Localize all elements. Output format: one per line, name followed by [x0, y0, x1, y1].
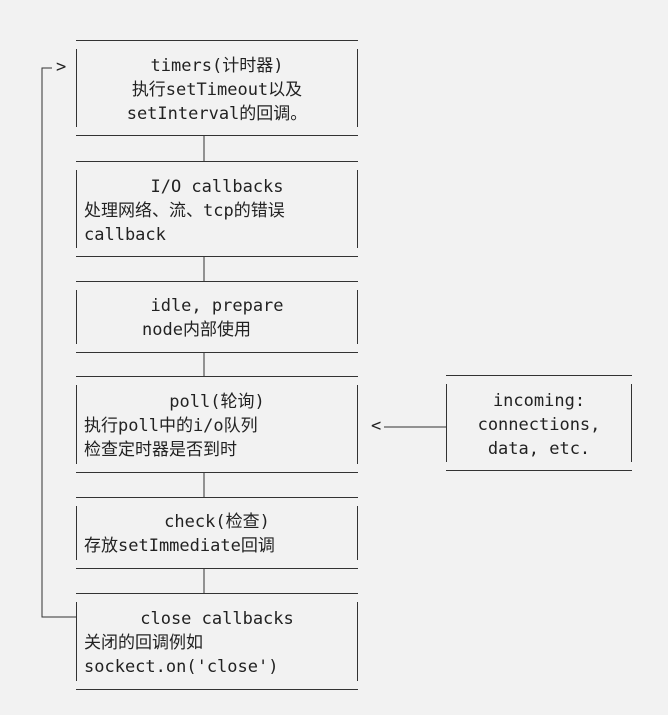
- box-right-edge: [631, 384, 632, 462]
- box-right-edge: [357, 506, 358, 560]
- incoming-box: incoming: connections, data, etc.: [446, 375, 632, 471]
- phase-title: idle, prepare: [150, 296, 284, 316]
- phase-line: 处理网络、流、tcp的错误: [84, 201, 285, 221]
- phase-line: 执行poll中的i/o队列: [84, 416, 258, 436]
- box-right-edge: [357, 602, 358, 681]
- box-left-edge: [76, 290, 77, 344]
- phase-check: check(检查) 存放setImmediate回调: [76, 497, 358, 569]
- phase-poll: poll(轮询) 执行poll中的i/o队列 检查定时器是否到时: [76, 376, 358, 473]
- phase-line: node内部使用: [142, 320, 251, 340]
- box-right-edge: [357, 49, 358, 127]
- incoming-line: connections,: [477, 415, 601, 435]
- phase-close-callbacks: close callbacks 关闭的回调例如 sockect.on('clos…: [76, 593, 358, 690]
- box-left-edge: [446, 384, 447, 462]
- phase-title: timers(计时器): [150, 56, 284, 76]
- phase-line: setInterval的回调。: [126, 104, 308, 124]
- phase-idle-prepare: idle, prepare node内部使用: [76, 281, 358, 353]
- box-left-edge: [76, 49, 77, 127]
- phase-line: 关闭的回调例如: [84, 633, 203, 653]
- phase-line: sockect.on('close'): [84, 657, 279, 677]
- box-right-edge: [357, 290, 358, 344]
- phase-title: I/O callbacks: [150, 177, 284, 197]
- loop-arrow-head: >: [56, 57, 67, 77]
- phase-line: callback: [84, 225, 166, 245]
- phase-timers: timers(计时器) 执行setTimeout以及 setInterval的回…: [76, 40, 358, 136]
- box-left-edge: [76, 602, 77, 681]
- box-left-edge: [76, 506, 77, 560]
- box-right-edge: [357, 385, 358, 464]
- incoming-arrow-head: <: [371, 416, 382, 436]
- phase-title: close callbacks: [140, 609, 294, 629]
- box-left-edge: [76, 385, 77, 464]
- phase-line: 执行setTimeout以及: [131, 80, 303, 100]
- phase-io-callbacks: I/O callbacks 处理网络、流、tcp的错误 callback: [76, 161, 358, 257]
- incoming-line: incoming:: [492, 391, 586, 411]
- box-left-edge: [76, 170, 77, 248]
- incoming-line: data, etc.: [487, 439, 591, 459]
- phase-line: 存放setImmediate回调: [84, 536, 275, 556]
- phase-line: 检查定时器是否到时: [84, 440, 237, 460]
- box-right-edge: [357, 170, 358, 248]
- loop-back-line: [41, 67, 76, 618]
- phase-title: check(检查): [164, 512, 270, 532]
- phase-title: poll(轮询): [169, 392, 265, 412]
